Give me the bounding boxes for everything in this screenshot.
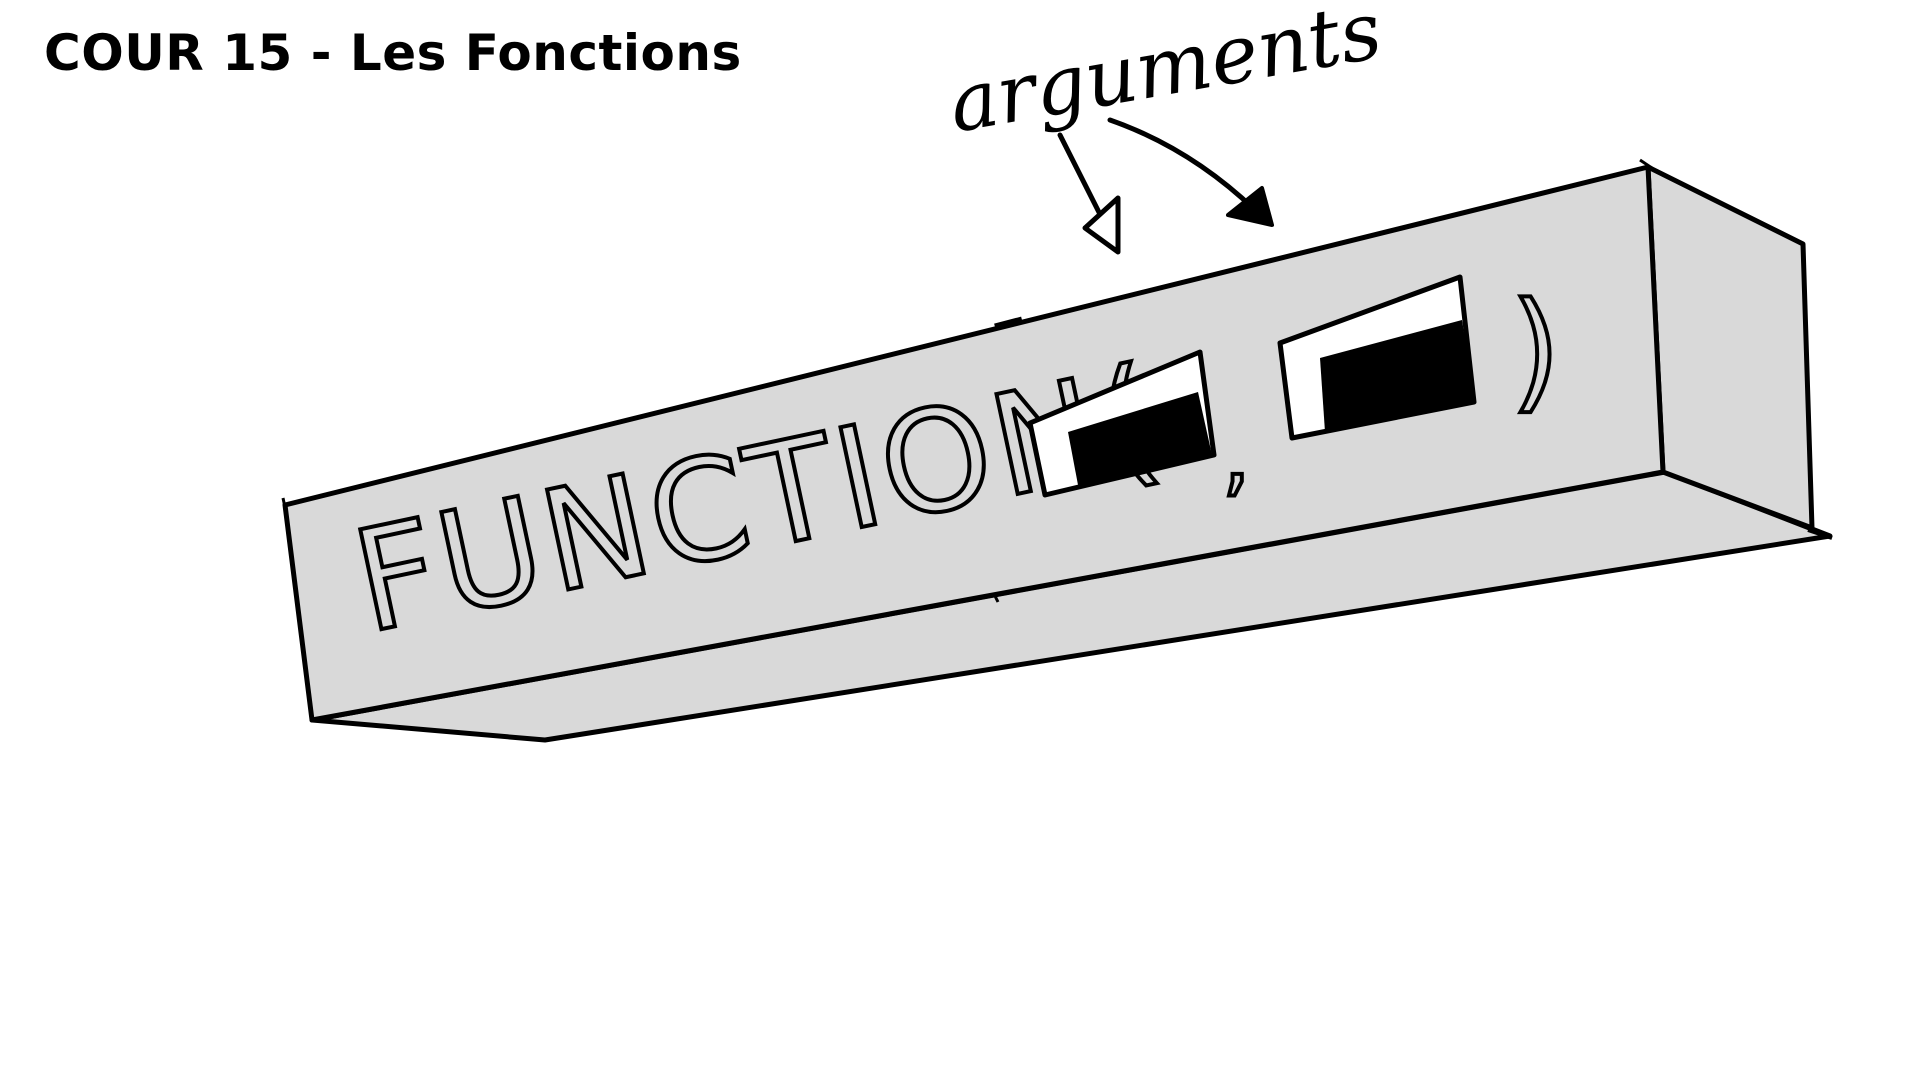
argument-slot-1-fill bbox=[1068, 392, 1212, 485]
box-end-face bbox=[1645, 164, 1815, 531]
comma-separator: , bbox=[1222, 402, 1251, 507]
argument-slot-2-fill bbox=[1320, 320, 1475, 432]
arrow-to-argument-2 bbox=[1107, 117, 1258, 213]
sketch-tick-top-right bbox=[1639, 158, 1653, 170]
sketch-join-top bbox=[994, 316, 1023, 331]
sketch-tick-bottom-right bbox=[1807, 528, 1833, 540]
closing-paren: ) bbox=[1510, 274, 1561, 426]
box-front-face bbox=[282, 164, 1666, 723]
sketch-join-bottom bbox=[993, 595, 1000, 603]
page-title: COUR 15 - Les Fonctions bbox=[44, 24, 742, 82]
sketch-tick-left bbox=[281, 497, 288, 513]
arrowhead-1-icon bbox=[1082, 195, 1121, 255]
arrowhead-2-icon bbox=[1226, 186, 1274, 227]
arguments-label: arguments bbox=[942, 0, 1388, 151]
